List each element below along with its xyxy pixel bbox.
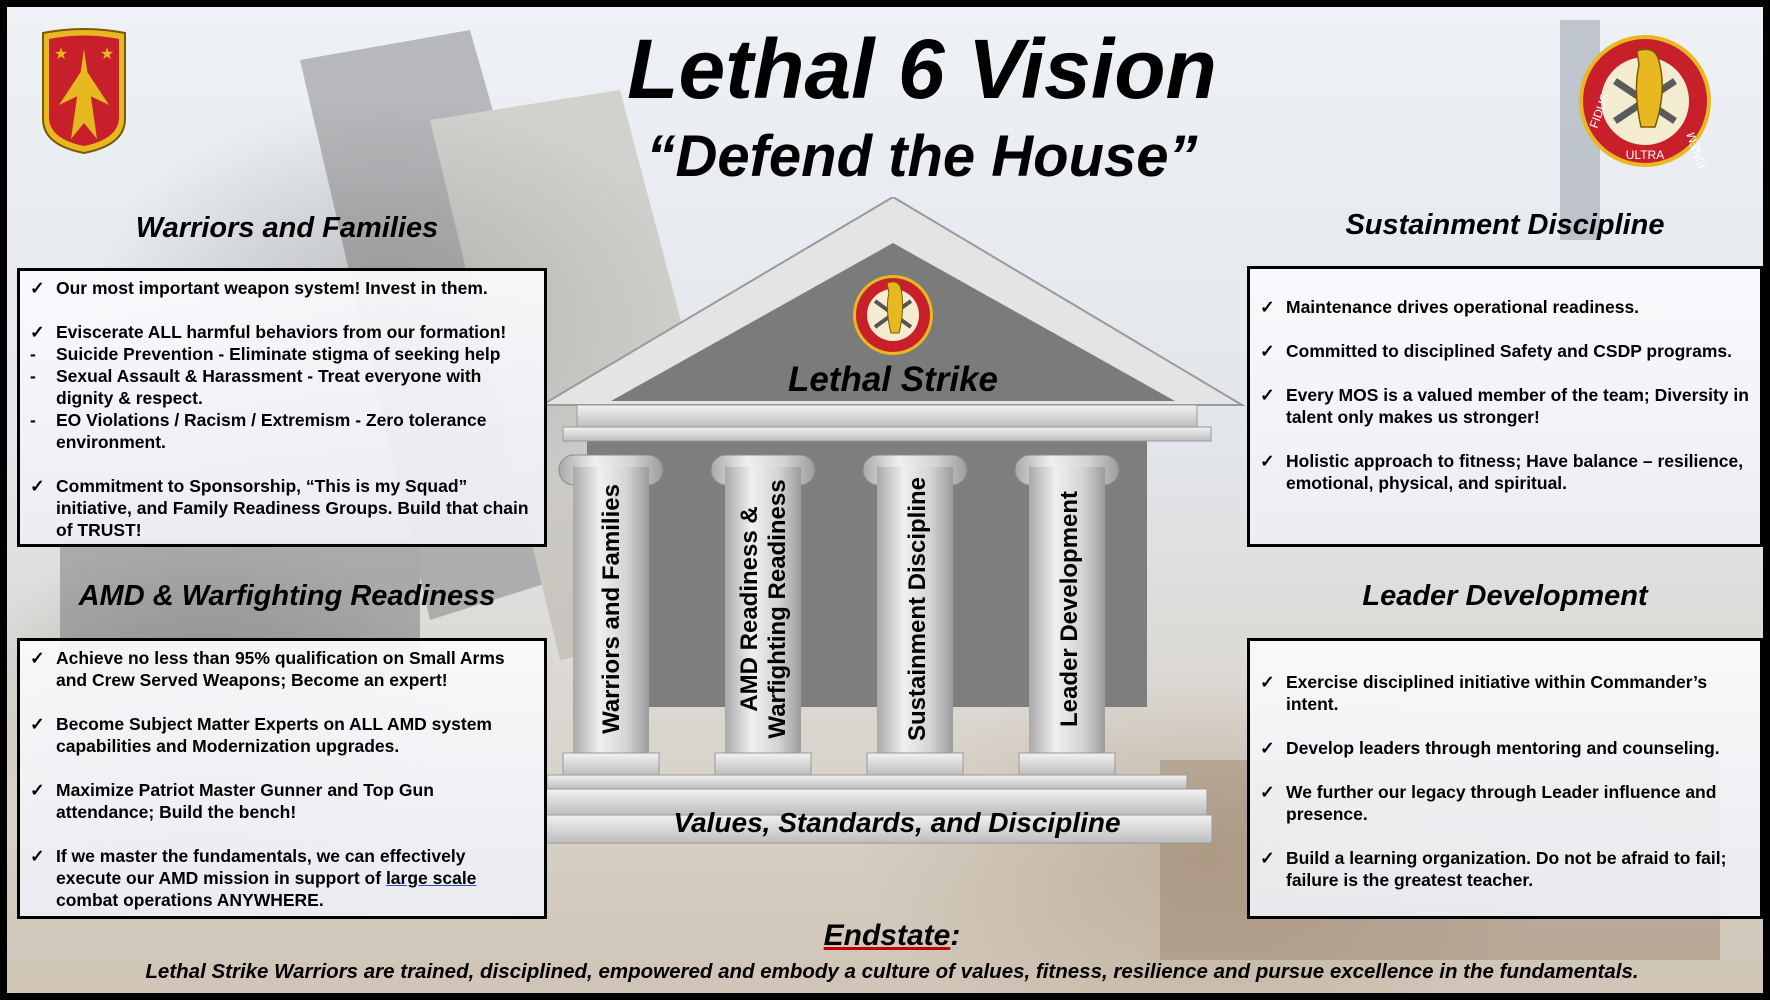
list-item: -EO Violations / Racism / Extremism - Ze… — [30, 409, 534, 453]
pillar-2 — [710, 454, 816, 776]
temple-step-3 — [547, 814, 1213, 844]
dash-icon: - — [30, 344, 36, 364]
list-item-text: Holistic approach to fitness; Have balan… — [1286, 451, 1744, 493]
check-icon: ✓ — [30, 322, 45, 342]
list-item-text: Exercise disciplined initiative within C… — [1286, 672, 1708, 714]
amd-box: ✓ Achieve no less than 95% qualification … — [17, 638, 547, 919]
check-icon: ✓ — [1260, 782, 1275, 802]
list-item-text: Our most important weapon system! Invest… — [56, 278, 488, 298]
pediment-crest-icon — [853, 275, 933, 355]
list-item-text: Maximize Patriot Master Gunner and Top G… — [56, 780, 434, 822]
sustainment-heading: Sustainment Discipline — [1345, 209, 1665, 241]
list-item-text-part: If we master the fundamentals, we can ef… — [56, 846, 466, 888]
check-icon: ✓ — [1260, 385, 1275, 405]
check-icon: ✓ — [30, 278, 45, 298]
regimental-crest-logo: FIDUS ULTRA FINEM — [1579, 35, 1711, 170]
check-icon: ✓ — [30, 780, 45, 800]
list-item: ✓ Eviscerate ALL harmful behaviors from o… — [30, 321, 534, 343]
amd-heading: AMD & Warfighting Readiness — [78, 580, 496, 612]
check-icon: ✓ — [1260, 738, 1275, 758]
list-item-text: Committed to disciplined Safety and CSDP… — [1286, 341, 1733, 361]
list-item-text: Eviscerate ALL harmful behaviors from ou… — [56, 322, 507, 342]
warriors-box: ✓ Our most important weapon system! Inves… — [17, 268, 547, 547]
pillar-label-leader: Leader Development — [1056, 491, 1083, 727]
list-item: ✓ Achieve no less than 95% qualification … — [30, 647, 534, 691]
svg-text:★: ★ — [54, 46, 68, 63]
svg-text:★: ★ — [100, 46, 114, 63]
list-item: ✓ We further our legacy through Leader in… — [1260, 781, 1750, 825]
crest-motto-bottom: ULTRA — [1626, 148, 1664, 162]
list-item-text: Suicide Prevention - Eliminate stigma of… — [56, 344, 501, 364]
list-item-text: Maintenance drives operational readiness… — [1286, 297, 1640, 317]
check-icon: ✓ — [1260, 848, 1275, 868]
list-item-text-part: combat operations ANYWHERE. — [56, 890, 324, 910]
warriors-heading: Warriors and Families — [135, 212, 439, 244]
page-subtitle: “Defend the House” — [646, 124, 1198, 189]
list-item: ✓ If we master the fundamentals, we can e… — [30, 845, 534, 911]
list-item: ✓ Committed to disciplined Safety and CSD… — [1260, 340, 1750, 362]
pillar-label-amd-line2: Warfighting Readiness — [764, 479, 791, 738]
endstate-colon: : — [950, 919, 961, 952]
temple-entablature — [576, 404, 1198, 428]
list-item: ✓ Maintenance drives operational readines… — [1260, 296, 1750, 318]
pillar-label-warriors: Warriors and Families — [598, 484, 625, 734]
list-item: ✓ Exercise disciplined initiative within … — [1260, 671, 1750, 715]
pillar-4 — [1014, 454, 1120, 776]
list-item-text: Develop leaders through mentoring and co… — [1286, 738, 1720, 758]
temple-step-1 — [547, 774, 1188, 790]
list-item-text: Become Subject Matter Experts on ALL AMD… — [56, 714, 492, 756]
list-item: -Suicide Prevention - Eliminate stigma o… — [30, 343, 534, 365]
list-item-text: If we master the fundamentals, we can ef… — [56, 845, 534, 911]
check-icon: ✓ — [30, 476, 45, 496]
endstate-text: Lethal Strike Warriors are trained, disc… — [145, 960, 1639, 983]
pillar-1 — [558, 454, 664, 776]
list-item-text: Achieve no less than 95% qualification o… — [56, 648, 505, 690]
leader-box: ✓ Exercise disciplined initiative within … — [1247, 638, 1763, 919]
list-item-text: We further our legacy through Leader inf… — [1286, 782, 1717, 824]
temple-step-2 — [547, 788, 1208, 816]
page-title: Lethal 6 Vision — [627, 22, 1217, 116]
pillar-label-sustainment: Sustainment Discipline — [904, 477, 931, 741]
list-item-link-text: large scale — [385, 868, 477, 888]
pillar-label-amd-line1: AMD Readiness & — [736, 506, 763, 711]
list-item-text: Every MOS is a valued member of the team… — [1286, 385, 1749, 427]
list-item-text: Commitment to Sponsorship, “This is my S… — [56, 476, 529, 540]
check-icon: ✓ — [1260, 297, 1275, 317]
roof-label: Lethal Strike — [788, 360, 998, 399]
dash-icon: - — [30, 366, 36, 386]
list-item: ✓ Commitment to Sponsorship, “This is my … — [30, 475, 534, 541]
sustainment-box: ✓ Maintenance drives operational readines… — [1247, 266, 1763, 547]
list-item: ✓ Every MOS is a valued member of the tea… — [1260, 384, 1750, 428]
check-icon: ✓ — [30, 714, 45, 734]
list-item-text: Sexual Assault & Harassment - Treat ever… — [56, 366, 482, 408]
check-icon: ✓ — [1260, 672, 1275, 692]
dash-icon: - — [30, 410, 36, 430]
list-item: ✓ Maximize Patriot Master Gunner and Top … — [30, 779, 534, 823]
list-item: ✓ Develop leaders through mentoring and c… — [1260, 737, 1750, 759]
leader-heading: Leader Development — [1362, 580, 1648, 612]
list-item: ✓ Our most important weapon system! Inves… — [30, 277, 534, 299]
list-item: -Sexual Assault & Harassment - Treat eve… — [30, 365, 534, 409]
pillar-3 — [862, 454, 968, 776]
endstate-label: Endstate — [823, 919, 951, 952]
brigade-patch-logo: ★ ★ — [42, 28, 126, 155]
check-icon: ✓ — [1260, 451, 1275, 471]
list-item-text: EO Violations / Racism / Extremism - Zer… — [56, 410, 487, 452]
check-icon: ✓ — [1260, 341, 1275, 361]
base-label: Values, Standards, and Discipline — [673, 807, 1120, 838]
list-item: ✓ Build a learning organization. Do not b… — [1260, 847, 1750, 891]
list-item: ✓ Holistic approach to fitness; Have bala… — [1260, 450, 1750, 494]
endstate-heading: Endstate: — [7, 919, 1763, 953]
temple-diagram: Lethal Strike Warriors and Families AMD … — [547, 197, 1246, 844]
check-icon: ✓ — [30, 846, 45, 866]
check-icon: ✓ — [30, 648, 45, 668]
list-item: ✓ Become Subject Matter Experts on ALL AM… — [30, 713, 534, 757]
list-item-text: Build a learning organization. Do not be… — [1286, 848, 1727, 890]
